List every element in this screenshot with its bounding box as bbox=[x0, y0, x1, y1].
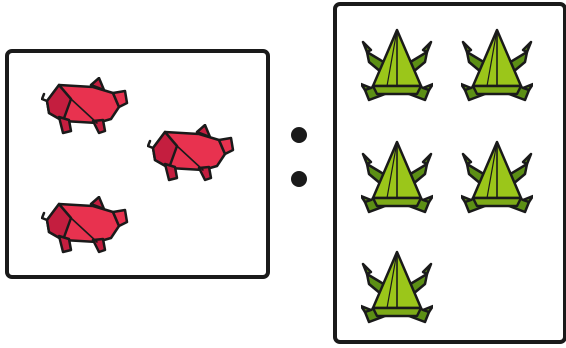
frog-icon bbox=[361, 250, 433, 324]
colon-dot-bottom bbox=[291, 171, 307, 187]
frog-icon bbox=[361, 28, 433, 102]
frog-icon bbox=[461, 28, 533, 102]
frog-group-box bbox=[333, 2, 566, 344]
pig-group-box bbox=[5, 49, 270, 279]
colon-dot-top bbox=[291, 127, 307, 143]
pig-icon bbox=[41, 196, 131, 258]
frog-icon bbox=[461, 140, 533, 214]
pig-icon bbox=[41, 77, 131, 139]
frog-icon bbox=[361, 140, 433, 214]
pig-icon bbox=[147, 124, 237, 186]
